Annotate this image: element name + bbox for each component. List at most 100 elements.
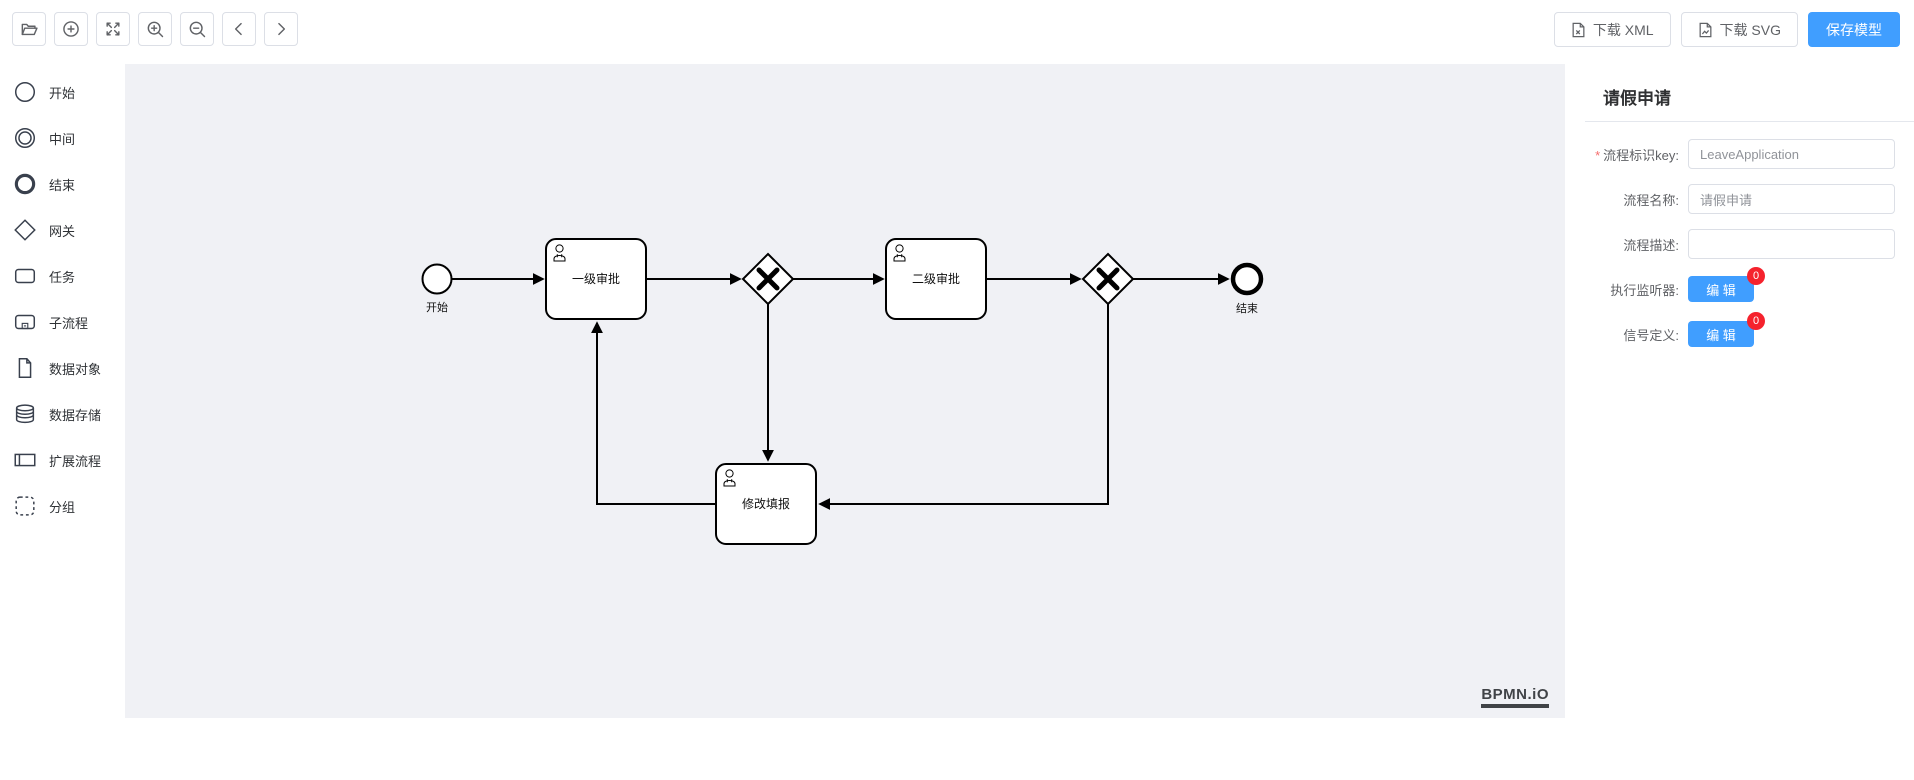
required-asterisk: * <box>1595 147 1601 163</box>
element-palette: 开始 中间 结束 网关 任务 子流程 <box>0 64 125 718</box>
circle-plus-icon <box>63 21 79 37</box>
end-event-node[interactable]: 结束 <box>1230 262 1264 315</box>
undo-button[interactable] <box>222 12 256 46</box>
start-event-node[interactable]: 开始 <box>421 263 453 315</box>
participant-icon <box>10 445 40 475</box>
palette-item-label: 开始 <box>49 85 76 101</box>
exclusive-x-marker <box>756 267 780 291</box>
form-row-process-key: *流程标识key: <box>1565 139 1914 169</box>
exclusive-gateway-node-1[interactable] <box>741 252 795 306</box>
palette-item-data-object[interactable]: 数据对象 <box>0 345 125 391</box>
start-event-label: 开始 <box>426 300 448 314</box>
download-svg-button[interactable]: 下载 SVG <box>1680 12 1798 47</box>
bpmn-canvas[interactable]: 开始 一级审批 <box>125 64 1565 718</box>
execution-listener-count-badge: 0 <box>1747 267 1765 285</box>
execution-listener-edit-button[interactable]: 编 辑 <box>1688 276 1754 302</box>
zoom-in-icon <box>147 21 164 38</box>
form-row-process-description: 流程描述: <box>1565 229 1914 259</box>
subprocess-icon <box>10 307 40 337</box>
exclusive-gateway-node-2[interactable] <box>1081 252 1135 306</box>
signal-definition-count-badge: 0 <box>1747 312 1765 330</box>
top-toolbar: 下载 XML 下载 SVG 保存模型 <box>0 0 1914 64</box>
process-key-input[interactable] <box>1688 139 1895 169</box>
process-description-label: 流程描述: <box>1623 237 1679 253</box>
intermediate-event-icon <box>10 123 40 153</box>
palette-item-label: 数据存储 <box>49 407 102 423</box>
palette-item-data-store[interactable]: 数据存储 <box>0 391 125 437</box>
palette-item-label: 结束 <box>49 177 76 193</box>
flow-gateway2-to-task3[interactable] <box>818 304 1109 510</box>
task2-label: 二级审批 <box>912 271 960 286</box>
form-row-signal-definition: 信号定义: 编 辑 0 <box>1565 312 1914 349</box>
end-event-label: 结束 <box>1236 302 1258 315</box>
palette-item-end-event[interactable]: 结束 <box>0 161 125 207</box>
process-description-input[interactable] <box>1688 229 1895 259</box>
palette-item-label: 分组 <box>49 499 76 515</box>
file-svg-icon <box>1699 22 1711 37</box>
file-xml-icon <box>1572 22 1585 37</box>
zoom-in-button[interactable] <box>138 12 172 46</box>
fit-screen-button[interactable] <box>96 12 130 46</box>
task1-label: 一级审批 <box>572 271 620 286</box>
exclusive-x-marker <box>1096 267 1120 291</box>
process-name-label: 流程名称: <box>1623 192 1679 208</box>
end-event-icon <box>10 169 40 199</box>
download-xml-label: 下载 XML <box>1592 21 1654 38</box>
palette-item-label: 中间 <box>49 131 76 147</box>
toolbar-left-group <box>12 12 298 46</box>
palette-item-gateway[interactable]: 网关 <box>0 207 125 253</box>
download-svg-label: 下载 SVG <box>1719 21 1781 38</box>
create-new-button[interactable] <box>54 12 88 46</box>
palette-item-intermediate-event[interactable]: 中间 <box>0 115 125 161</box>
execution-listener-label: 执行监听器: <box>1610 282 1679 298</box>
redo-button[interactable] <box>264 12 298 46</box>
user-icon <box>723 469 736 487</box>
palette-item-label: 子流程 <box>49 315 89 331</box>
bpmn-io-logo[interactable]: BPMN.iO <box>1481 686 1549 708</box>
palette-item-task[interactable]: 任务 <box>0 253 125 299</box>
start-event-icon <box>10 77 40 107</box>
palette-item-start-event[interactable]: 开始 <box>0 69 125 115</box>
open-diagram-button[interactable] <box>12 12 46 46</box>
data-object-icon <box>10 353 40 383</box>
chevron-left-icon <box>234 22 242 36</box>
toolbar-right-group: 下载 XML 下载 SVG 保存模型 <box>1553 12 1900 47</box>
flow-task3-to-task1[interactable] <box>591 321 716 505</box>
bpmn-diagram: 开始 一级审批 <box>421 238 1264 545</box>
palette-item-subprocess[interactable]: 子流程 <box>0 299 125 345</box>
task3-label: 修改填报 <box>742 496 790 511</box>
save-model-button[interactable]: 保存模型 <box>1808 12 1900 47</box>
panel-divider <box>1585 121 1914 122</box>
palette-item-label: 扩展流程 <box>49 453 102 469</box>
form-row-process-name: 流程名称: <box>1565 184 1914 214</box>
folder-open-icon <box>21 23 38 36</box>
user-task-node-task2[interactable]: 二级审批 <box>885 238 987 320</box>
user-icon <box>553 244 566 262</box>
group-icon <box>10 491 40 521</box>
chevron-right-icon <box>278 22 286 36</box>
signal-definition-label: 信号定义: <box>1623 327 1679 343</box>
form-row-execution-listener: 执行监听器: 编 辑 0 <box>1565 267 1914 304</box>
user-task-node-task1[interactable]: 一级审批 <box>545 238 647 320</box>
palette-item-label: 数据对象 <box>49 361 102 377</box>
palette-item-group[interactable]: 分组 <box>0 483 125 529</box>
process-form: *流程标识key: 流程名称: 流程描述: 执行监听器: <box>1565 139 1914 349</box>
sequence-flows <box>452 273 1230 510</box>
task-icon <box>10 261 40 291</box>
zoom-out-icon <box>189 21 206 38</box>
process-name-input[interactable] <box>1688 184 1895 214</box>
download-xml-button[interactable]: 下载 XML <box>1553 12 1671 47</box>
user-task-node-task3[interactable]: 修改填报 <box>715 463 817 545</box>
palette-item-participant[interactable]: 扩展流程 <box>0 437 125 483</box>
signal-definition-edit-button[interactable]: 编 辑 <box>1688 321 1754 347</box>
properties-panel: 请假申请 *流程标识key: 流程名称: 流程描述: <box>1565 64 1914 718</box>
user-icon <box>893 244 906 262</box>
process-title: 请假申请 <box>1603 89 1671 108</box>
fit-screen-icon <box>106 22 120 36</box>
zoom-out-button[interactable] <box>180 12 214 46</box>
data-store-icon <box>10 399 40 429</box>
palette-item-label: 网关 <box>49 223 76 239</box>
palette-item-label: 任务 <box>49 269 76 285</box>
save-model-label: 保存模型 <box>1826 21 1882 38</box>
